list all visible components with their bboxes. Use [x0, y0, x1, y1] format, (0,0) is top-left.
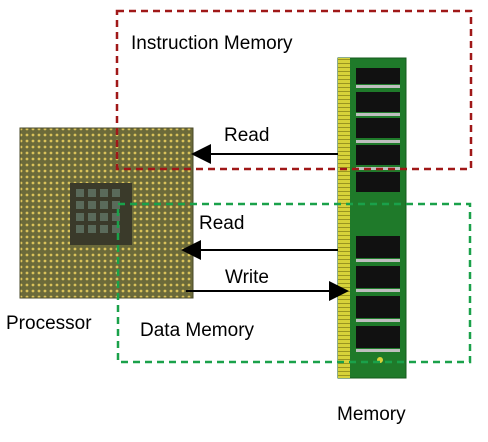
- data-memory-label: Data Memory: [140, 320, 255, 341]
- read-instruction-label: Read: [224, 125, 270, 146]
- memory-label: Memory: [337, 404, 406, 425]
- processor-label: Processor: [6, 313, 92, 334]
- data-memory-region: [116, 202, 472, 364]
- instruction-memory-label: Instruction Memory: [131, 33, 293, 54]
- read-data-label: Read: [199, 213, 245, 234]
- ram-module-icon: [337, 57, 407, 379]
- instruction-memory-region: [115, 9, 473, 171]
- write-data-label: Write: [225, 267, 269, 288]
- processor-icon: [19, 127, 194, 299]
